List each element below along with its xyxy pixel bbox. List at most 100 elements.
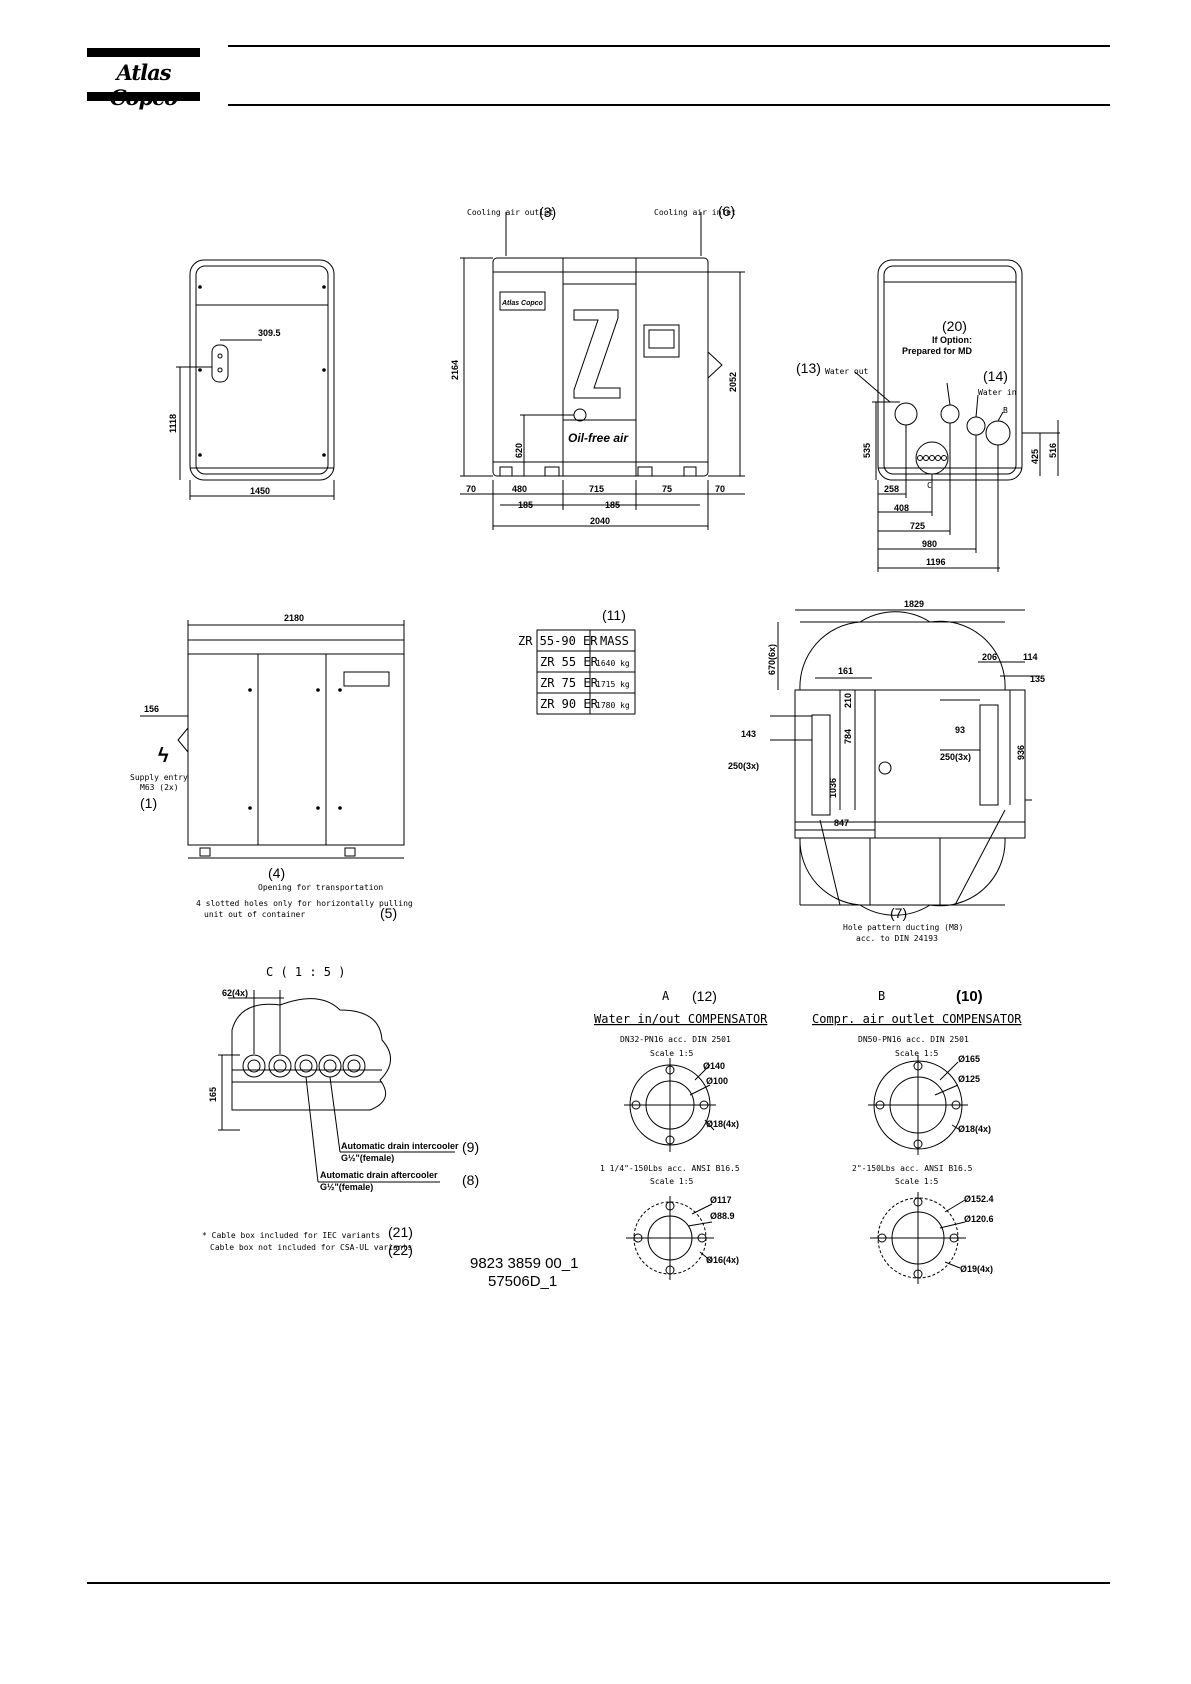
rear-dim-425: 425 xyxy=(1030,449,1040,464)
mass-header-right: MASS xyxy=(600,634,629,648)
rear-view xyxy=(854,259,1060,572)
main-dim-bottom-4: 75 xyxy=(662,484,672,494)
comp-b-d3: Ø18(4x) xyxy=(958,1124,991,1134)
main-dim-bottom-3: 715 xyxy=(589,484,604,494)
ref-7: (7) xyxy=(890,905,907,921)
mass-row-2-value: 1715 kg xyxy=(596,680,630,689)
main-dim-185-left: 185 xyxy=(518,500,533,510)
ref-22: (22) xyxy=(388,1242,413,1258)
cooling-inlet-ref: (6) xyxy=(718,203,735,219)
logo: Atlas Copco xyxy=(87,48,200,110)
comp-b-d6: Ø19(4x) xyxy=(960,1264,993,1274)
main-dim-bottom-5: 70 xyxy=(715,484,725,494)
compensator-b xyxy=(868,1055,968,1284)
note-1: * Cable box included for IEC variants xyxy=(202,1231,380,1240)
side-view xyxy=(140,620,405,859)
comp-a-std-2: 1 1/4"-150Lbs acc. ANSI B16.5 xyxy=(600,1164,740,1173)
ref-1: (1) xyxy=(140,795,157,811)
main-dim-185-right: 185 xyxy=(605,500,620,510)
supply-entry-label: Supply entry xyxy=(130,773,188,782)
comp-a-d3: Ø18(4x) xyxy=(706,1119,739,1129)
comp-b-std-1: DN50-PN16 acc. DIN 2501 xyxy=(858,1035,969,1044)
main-dim-total: 2040 xyxy=(590,516,610,526)
oil-free-label: Oil-free air xyxy=(568,431,629,445)
side-dim-156: 156 xyxy=(144,704,159,714)
comp-a-d1: Ø140 xyxy=(703,1061,725,1071)
mass-row-3-value: 1780 kg xyxy=(596,701,630,710)
cooling-inlet-label: Cooling air inlet xyxy=(654,208,736,217)
logo-text: Atlas Copco xyxy=(110,60,178,110)
option-line-2: Prepared for MD xyxy=(902,346,973,356)
ref-4: (4) xyxy=(268,865,285,881)
note-2: Cable box not included for CSA-UL varian… xyxy=(210,1243,412,1252)
logo-bar-bottom xyxy=(87,92,200,101)
header: Atlas Copco xyxy=(0,0,1191,110)
ref-21: (21) xyxy=(388,1224,413,1240)
detail-dim-165: 165 xyxy=(208,1087,218,1102)
opening-label: Opening for transportation xyxy=(258,883,383,892)
header-rule-top xyxy=(228,45,1110,47)
top-dim-250b: 250(3x) xyxy=(940,752,971,762)
mass-row-1-model: ZR 55 ER xyxy=(540,655,599,669)
drain-intercooler-label: Automatic drain intercooler xyxy=(341,1141,459,1151)
drain-aftercooler-spec: G½"(female) xyxy=(320,1182,373,1192)
front-view xyxy=(176,259,335,500)
top-dim-784: 784 xyxy=(843,729,853,744)
electric-hazard-icon: ϟ xyxy=(158,745,169,767)
rear-dim-1196: 1196 xyxy=(926,557,946,567)
comp-b-std-2: 2"-150Lbs acc. ANSI B16.5 xyxy=(852,1164,973,1173)
ref-11: (11) xyxy=(602,607,626,623)
drawing-code-2: 57506D_1 xyxy=(488,1273,557,1290)
rear-label-b: B xyxy=(1003,406,1008,415)
comp-a-std-1: DN32-PN16 acc. DIN 2501 xyxy=(620,1035,731,1044)
comp-a-title: Water in/out COMPENSATOR xyxy=(594,1012,768,1026)
ref-13: (13) xyxy=(796,360,821,376)
drawing-code-1: 9823 3859 00_1 xyxy=(470,1255,578,1272)
hole-pattern-label: Hole pattern ducting (M8) xyxy=(843,923,963,932)
option-line-1: If Option: xyxy=(932,335,972,345)
front-dim-width: 1450 xyxy=(250,486,270,496)
ref-10: (10) xyxy=(956,988,983,1005)
main-dim-bottom-1: 70 xyxy=(466,484,476,494)
cooling-outlet-label: Cooling air outlet xyxy=(467,208,554,217)
ref-8: (8) xyxy=(462,1172,479,1188)
main-dim-bottom-2: 480 xyxy=(512,484,527,494)
detail-c-title: C ( 1 : 5 ) xyxy=(266,965,345,979)
water-in-label: Water in xyxy=(978,388,1017,397)
main-brand-plate: Atlas Copco xyxy=(501,300,544,307)
comp-a-d4: Ø117 xyxy=(710,1195,732,1205)
ref-20: (20) xyxy=(942,318,967,334)
top-dim-135: 135 xyxy=(1030,674,1045,684)
header-rule-bottom xyxy=(228,104,1110,106)
rear-dim-258: 258 xyxy=(884,484,899,494)
ref-5: (5) xyxy=(380,905,397,921)
main-view xyxy=(460,212,745,530)
compensator-a xyxy=(624,1058,716,1280)
side-dim-width: 2180 xyxy=(284,613,304,623)
top-dim-1036: 1036 xyxy=(828,778,838,798)
top-dim-161: 161 xyxy=(838,666,853,676)
rear-dim-980: 980 xyxy=(922,539,937,549)
comp-b-title: Compr. air outlet COMPENSATOR xyxy=(812,1012,1022,1026)
top-dim-250a: 250(3x) xyxy=(728,761,759,771)
comp-a-d6: Ø16(4x) xyxy=(706,1255,739,1265)
rear-dim-535: 535 xyxy=(862,443,872,458)
comp-a-letter: A xyxy=(662,989,670,1003)
mass-table-grid xyxy=(536,629,636,715)
detail-dim-62: 62(4x) xyxy=(222,988,248,998)
ref-14: (14) xyxy=(983,368,1008,384)
logo-bar-top xyxy=(87,48,200,57)
comp-a-scale-2: Scale 1:5 xyxy=(650,1177,694,1186)
mass-header-left: ZR 55-90 ER xyxy=(518,634,598,648)
mass-row-3-model: ZR 90 ER xyxy=(540,697,599,711)
slotted-label: 4 slotted holes only for horizontally pu… xyxy=(196,899,413,908)
top-dim-936: 936 xyxy=(1016,745,1026,760)
drain-intercooler-spec: G½"(female) xyxy=(341,1153,394,1163)
hole-pattern-label-2: acc. to DIN 24193 xyxy=(856,934,938,943)
comp-a-scale-1: Scale 1:5 xyxy=(650,1049,694,1058)
comp-b-d5: Ø120.6 xyxy=(964,1214,994,1224)
rear-label-c: C xyxy=(927,481,932,490)
ref-12: (12) xyxy=(692,988,717,1004)
front-dim-height: 1118 xyxy=(168,414,178,433)
